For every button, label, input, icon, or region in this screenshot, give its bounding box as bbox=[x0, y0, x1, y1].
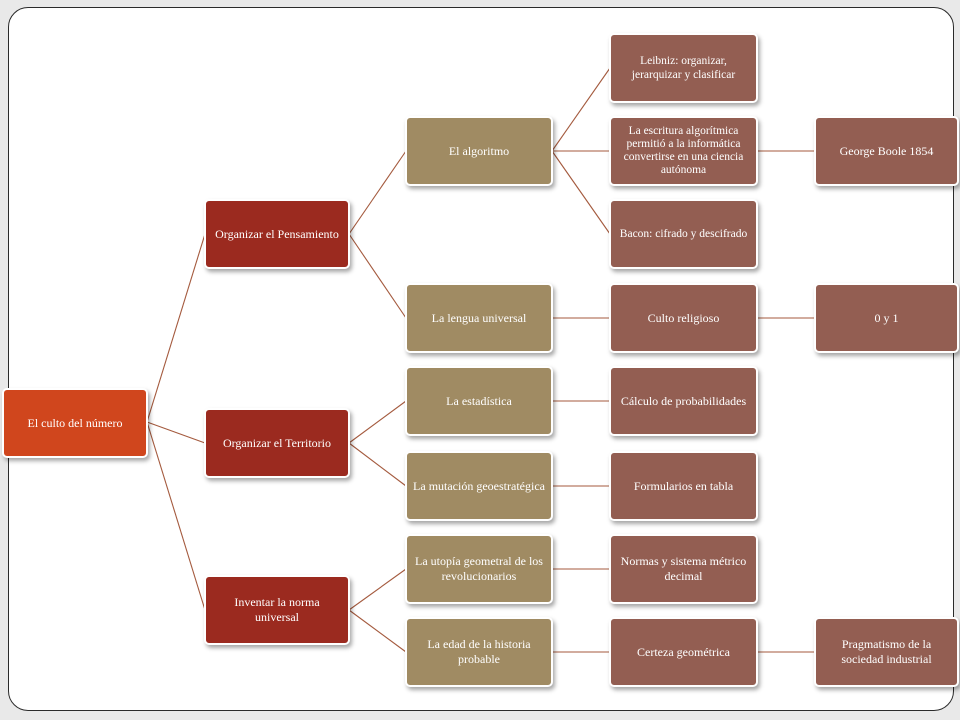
node-organizar-territorio: Organizar el Territorio bbox=[204, 408, 350, 478]
node-label: Normas y sistema métrico decimal bbox=[620, 554, 747, 583]
node-label: La estadística bbox=[446, 393, 512, 408]
node-label: La utopía geometral de los revolucionari… bbox=[415, 554, 543, 583]
node-label: La lengua universal bbox=[431, 310, 527, 325]
node-leibniz: Leibniz: organizar, jerarquizar y clasif… bbox=[609, 33, 758, 103]
node-label: Organizar el Pensamiento bbox=[215, 226, 339, 241]
node-label: La edad de la historia probable bbox=[427, 637, 531, 666]
node-edad-historia: La edad de la historia probable bbox=[405, 617, 553, 687]
node-root-label: El culto del número bbox=[27, 415, 123, 430]
node-label: La mutación geoestratégica bbox=[413, 478, 545, 493]
node-george-boole: George Boole 1854 bbox=[814, 116, 959, 186]
node-label: Cálculo de probabilidades bbox=[620, 393, 747, 408]
slide-background bbox=[8, 7, 954, 711]
node-mutacion-geoestrategica: La mutación geoestratégica bbox=[405, 451, 553, 521]
node-calculo-probabilidades: Cálculo de probabilidades bbox=[609, 366, 758, 436]
node-root: El culto del número bbox=[2, 388, 148, 458]
node-label: George Boole 1854 bbox=[839, 143, 934, 158]
node-culto-religioso: Culto religioso bbox=[609, 283, 758, 353]
node-el-algoritmo: El algoritmo bbox=[405, 116, 553, 186]
node-estadistica: La estadística bbox=[405, 366, 553, 436]
node-bacon: Bacon: cifrado y descifrado bbox=[609, 199, 758, 269]
node-certeza-geometrica: Certeza geométrica bbox=[609, 617, 758, 687]
node-label: La escritura algorítmica permitió a la i… bbox=[623, 124, 744, 177]
node-label: Certeza geométrica bbox=[637, 644, 730, 659]
node-inventar-norma: Inventar la norma universal bbox=[204, 575, 350, 645]
node-escritura-algoritmica: La escritura algorítmica permitió a la i… bbox=[609, 116, 758, 186]
node-lengua-universal: La lengua universal bbox=[405, 283, 553, 353]
node-label: El algoritmo bbox=[448, 143, 510, 158]
node-label: Leibniz: organizar, jerarquizar y clasif… bbox=[631, 54, 736, 81]
node-label: Culto religioso bbox=[647, 310, 720, 325]
node-formularios-tabla: Formularios en tabla bbox=[609, 451, 758, 521]
node-label: Formularios en tabla bbox=[633, 478, 734, 493]
node-label: Organizar el Territorio bbox=[222, 435, 331, 450]
node-organizar-pensamiento: Organizar el Pensamiento bbox=[204, 199, 350, 269]
node-label: Pragmatismo de la sociedad industrial bbox=[841, 637, 932, 666]
node-pragmatismo: Pragmatismo de la sociedad industrial bbox=[814, 617, 959, 687]
node-label: 0 y 1 bbox=[874, 310, 899, 325]
node-label: Inventar la norma universal bbox=[234, 595, 320, 624]
node-utopia-geometral: La utopía geometral de los revolucionari… bbox=[405, 534, 553, 604]
node-label: Bacon: cifrado y descifrado bbox=[619, 227, 748, 240]
node-normas-sistema-metrico: Normas y sistema métrico decimal bbox=[609, 534, 758, 604]
node-0-y-1: 0 y 1 bbox=[814, 283, 959, 353]
